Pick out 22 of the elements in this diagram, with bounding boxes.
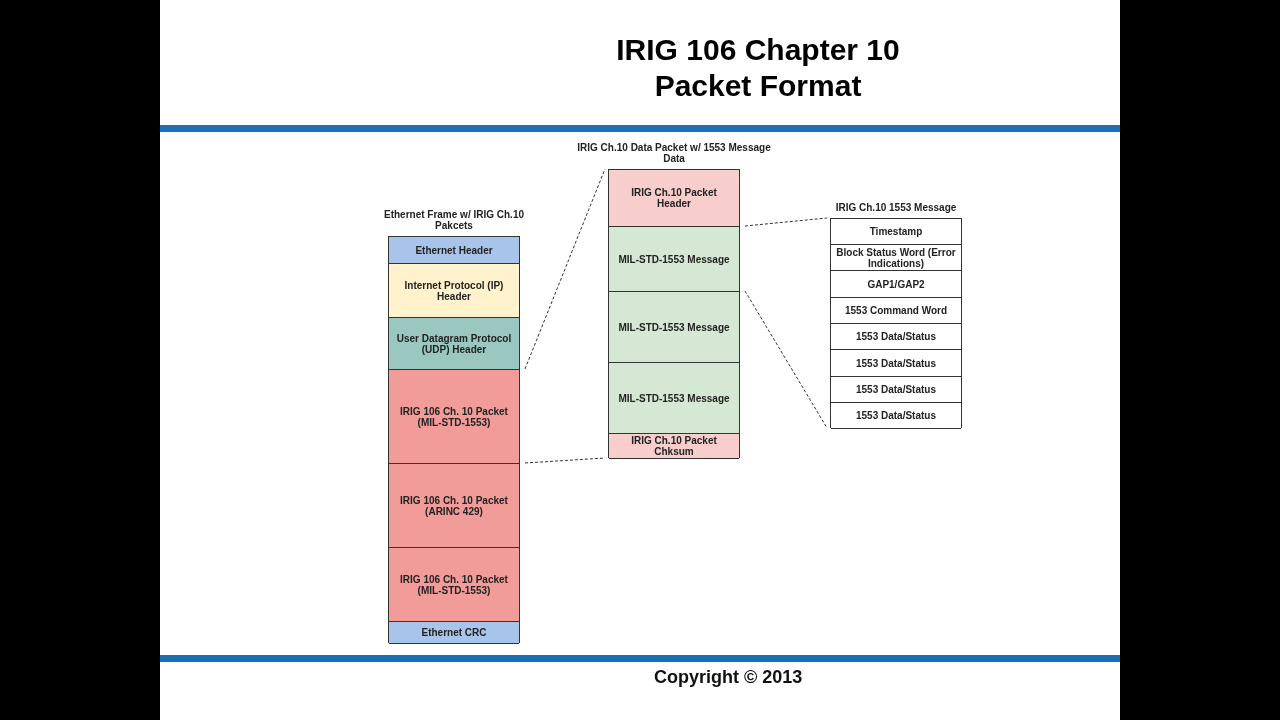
field-cell: MIL-STD-1553 Message xyxy=(609,292,739,363)
field-cell: User Datagram Protocol (UDP) Header xyxy=(389,318,519,370)
field-cell: IRIG Ch.10 Packet Header xyxy=(609,170,739,227)
field-cell: Block Status Word (Error Indications) xyxy=(831,245,961,271)
stack-heading: IRIG Ch.10 Data Packet w/ 1553 Message Data xyxy=(576,142,772,164)
field-cell: Ethernet Header xyxy=(389,237,519,264)
expansion-line xyxy=(524,168,606,370)
expansion-line xyxy=(744,290,828,429)
field-cell: IRIG 106 Ch. 10 Packet (MIL-STD-1553) xyxy=(389,370,519,464)
expansion-line xyxy=(744,217,828,227)
field-cell: IRIG Ch.10 Packet Chksum xyxy=(609,434,739,459)
field-cell: IRIG 106 Ch. 10 Packet (ARINC 429) xyxy=(389,464,519,548)
stack-heading: IRIG Ch.10 1553 Message xyxy=(835,202,957,213)
field-cell: Ethernet CRC xyxy=(389,622,519,644)
expansion-line xyxy=(524,457,606,464)
slide-title: IRIG 106 Chapter 10 Packet Format xyxy=(615,32,901,104)
field-cell: IRIG 106 Ch. 10 Packet (MIL-STD-1553) xyxy=(389,548,519,622)
stack-heading: Ethernet Frame w/ IRIG Ch.10 Pakcets xyxy=(382,209,525,231)
field-cell: MIL-STD-1553 Message xyxy=(609,363,739,434)
field-cell: MIL-STD-1553 Message xyxy=(609,227,739,292)
field-cell: Internet Protocol (IP) Header xyxy=(389,264,519,318)
copyright-note: Copyright © 2013 xyxy=(654,667,803,688)
